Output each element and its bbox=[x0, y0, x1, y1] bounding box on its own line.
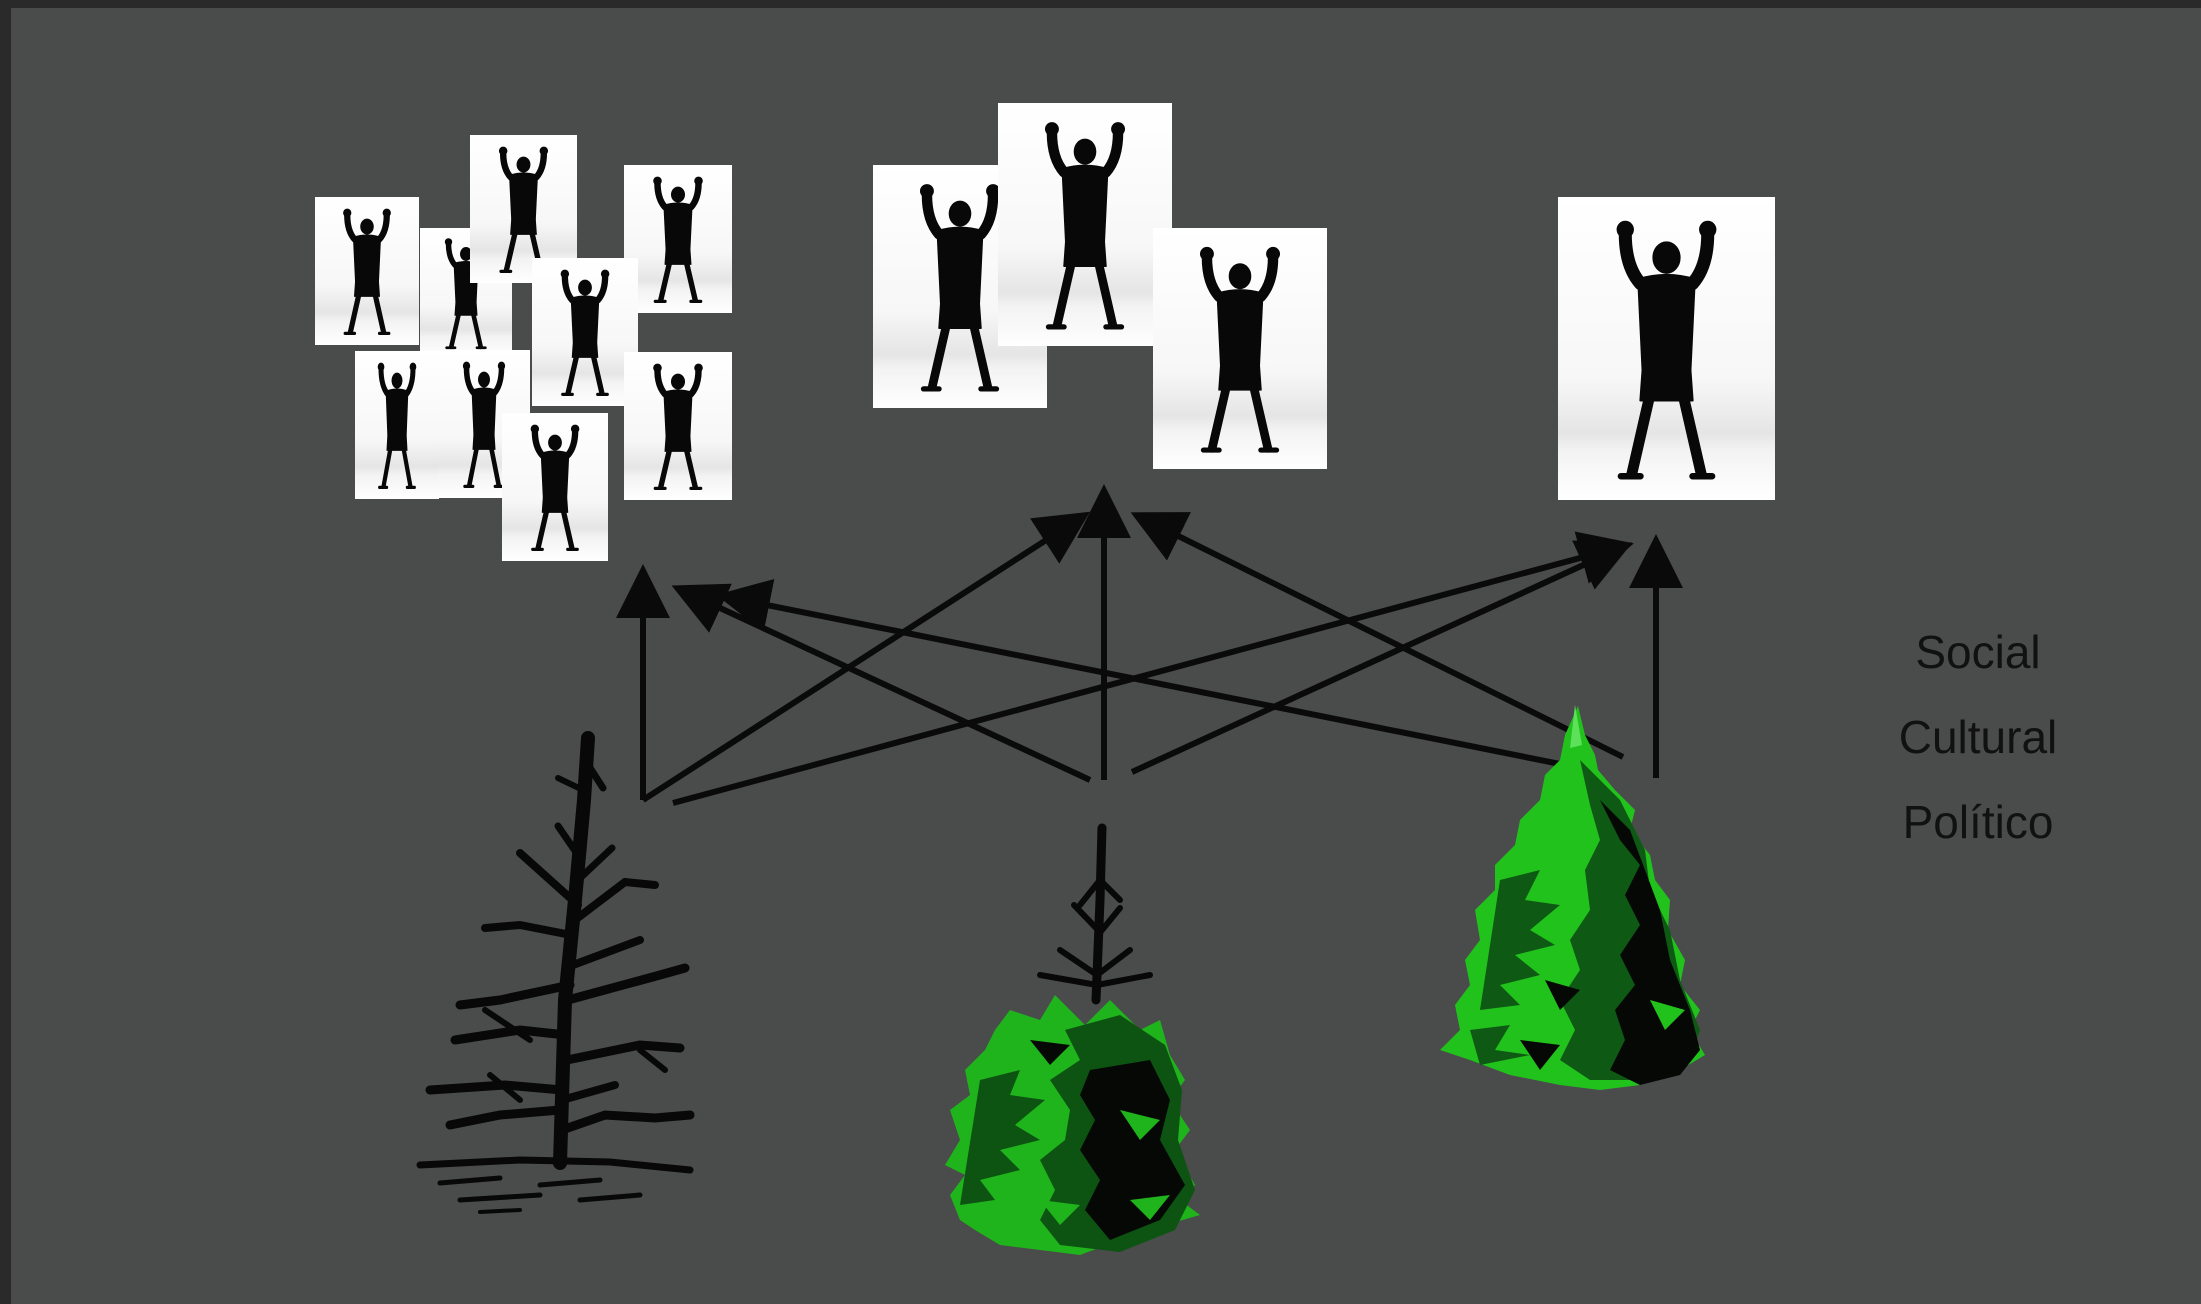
arrow-icon bbox=[716, 578, 1591, 773]
person-photo bbox=[998, 103, 1172, 346]
young-pine-icon bbox=[945, 823, 1200, 1255]
person-photo bbox=[624, 352, 732, 500]
label-cultural: Cultural bbox=[1898, 711, 2058, 763]
person-arms-raised-icon bbox=[560, 269, 610, 396]
person-photo bbox=[1153, 228, 1327, 469]
person-photo bbox=[502, 413, 608, 561]
person-arms-raised-icon bbox=[653, 176, 703, 303]
bare-tree-icon bbox=[416, 731, 695, 1214]
person-arms-raised-icon bbox=[919, 184, 1001, 392]
person-arms-raised-icon bbox=[1616, 220, 1717, 480]
person-arms-raised-icon bbox=[462, 361, 506, 488]
arrow-icon bbox=[641, 511, 1091, 803]
arrow-icon bbox=[1130, 512, 1625, 760]
arrow-icon bbox=[671, 583, 1092, 783]
person-arms-raised-icon bbox=[343, 208, 391, 335]
person-arms-raised-icon bbox=[653, 363, 703, 490]
person-arms-raised-icon bbox=[377, 362, 417, 489]
label-social: Social bbox=[1915, 626, 2041, 678]
person-arms-raised-icon bbox=[530, 424, 580, 551]
arrow-icon bbox=[1130, 540, 1633, 775]
person-photo bbox=[624, 165, 732, 313]
full-pine-icon bbox=[1440, 705, 1705, 1090]
person-arms-raised-icon bbox=[1044, 122, 1126, 330]
person-arms-raised-icon bbox=[498, 146, 549, 273]
arrow-icon bbox=[672, 531, 1634, 806]
arrow-group bbox=[616, 484, 1683, 806]
person-photo bbox=[315, 197, 419, 345]
person-photo bbox=[532, 258, 638, 406]
label-politico: Político bbox=[1902, 796, 2054, 848]
person-photo bbox=[1558, 197, 1775, 500]
person-arms-raised-icon bbox=[1199, 246, 1281, 453]
person-photo bbox=[355, 351, 439, 499]
